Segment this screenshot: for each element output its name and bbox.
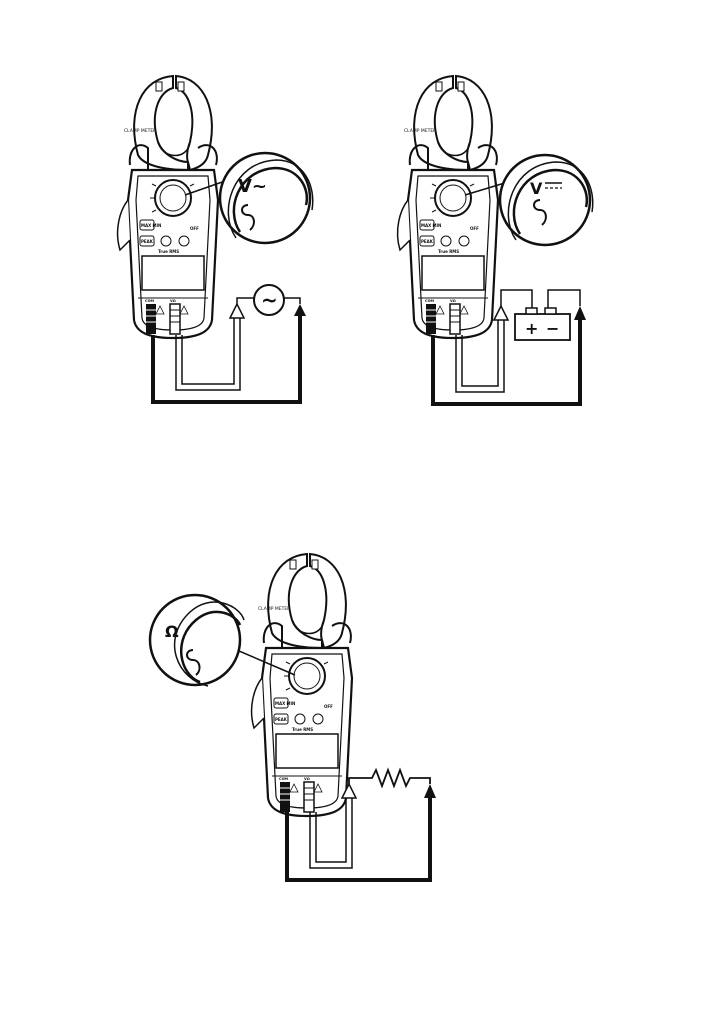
dial-zoom-callout: Ω [150,595,244,686]
clamp-mark-left [436,82,442,91]
true-rms-label: True RMS [292,727,313,732]
v-ohm-jack-label: VΩ [304,777,310,781]
clamp-mark-right [458,82,464,91]
off-label: OFF [324,704,333,709]
true-rms-label: True RMS [438,249,459,254]
dc-voltage-diagram: CLAMP METER MAX MIN PEAK OFF True RMS CO… [398,76,593,404]
ac-voltage-zoom-label: V~ [238,176,267,197]
ohm-zoom-label: Ω [165,622,179,641]
resistance-diagram: CLAMP METER MAX MIN PEAK OFF True RMS CO… [150,554,436,880]
off-label: OFF [190,226,199,231]
meter-side-label: CLAMP METER [404,128,436,134]
clamp-meter: CLAMP METER MAX MIN PEAK OFF True RMS CO… [398,76,498,338]
dc-voltage-zoom-label: V [530,179,543,198]
meter-side-label: CLAMP METER [258,606,290,612]
dial-zoom-callout: V~ [220,153,313,243]
com-jack-label: COM [279,777,289,781]
clamp-mark-right [178,82,184,91]
clamp-mark-left [156,82,162,91]
dial-zoom-callout: V [500,155,593,245]
peak-button-label: PEAK [141,239,154,244]
ac-voltage-diagram: CLAMP METER MAX MIN PEAK OFF True RMS CO… [118,76,313,402]
v-ohm-jack-label: VΩ [450,299,456,303]
off-label: OFF [470,226,479,231]
maxmin-button-label: MAX MIN [141,223,161,228]
clamp-meter: CLAMP METER MAX MIN PEAK OFF True RMS CO… [252,554,352,816]
clamp-meter: CLAMP METER MAX MIN PEAK OFF True RMS CO… [118,76,218,338]
battery: + − [501,290,580,340]
true-rms-label: True RMS [158,249,179,254]
clamp-mark-left [290,560,296,569]
peak-button-label: PEAK [275,717,288,722]
ac-source: ~ [237,285,300,315]
maxmin-button-label: MAX MIN [421,223,441,228]
resistor [349,770,430,786]
com-jack-label: COM [425,299,435,303]
maxmin-button-label: MAX MIN [275,701,295,706]
battery-plus-icon: + [525,319,538,338]
v-ohm-jack-label: VΩ [170,299,176,303]
peak-button-label: PEAK [421,239,434,244]
com-jack-label: COM [145,299,155,303]
meter-side-label: CLAMP METER [124,128,156,134]
battery-minus-icon: − [546,319,559,338]
clamp-mark-right [312,560,318,569]
ac-source-symbol: ~ [261,288,278,312]
